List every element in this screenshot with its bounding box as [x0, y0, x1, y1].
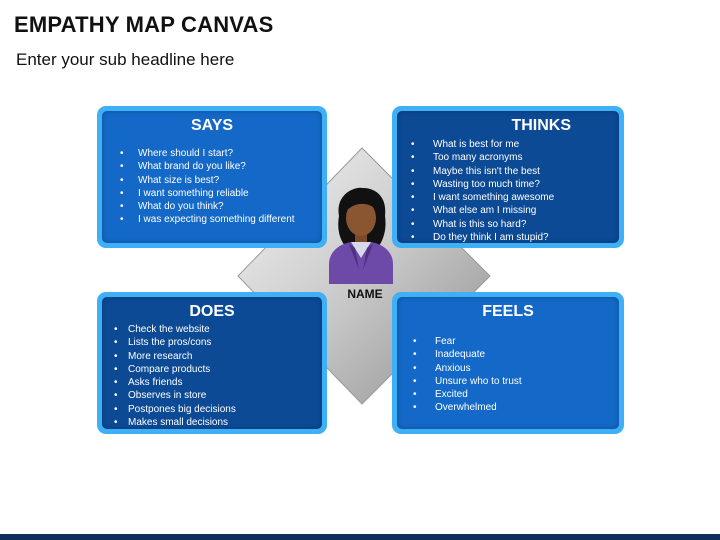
says-item: What brand do you like?: [110, 160, 314, 174]
thinks-list: What is best for me Too many acronyms Ma…: [405, 138, 611, 245]
does-quadrant: DOES Check the website Lists the pros/co…: [97, 292, 327, 434]
thinks-item: Wasting too much time?: [405, 178, 611, 192]
persona-avatar-icon: [329, 187, 393, 284]
does-item: More research: [110, 350, 314, 364]
does-item: Observes in store: [110, 389, 314, 403]
feels-item: Fear: [405, 335, 611, 349]
feels-item: Unsure who to trust: [405, 375, 611, 389]
says-quadrant: SAYS Where should I start? What brand do…: [97, 106, 327, 248]
does-item: Makes small decisions: [110, 416, 314, 430]
page-title: EMPATHY MAP CANVAS: [14, 12, 274, 37]
says-item: I was expecting something different: [110, 213, 314, 227]
feels-list: Fear Inadequate Anxious Unsure who to tr…: [405, 335, 611, 415]
feels-title: FEELS: [482, 303, 534, 320]
thinks-item: Too many acronyms: [405, 151, 611, 165]
thinks-quadrant: THINKS What is best for me Too many acro…: [392, 106, 624, 248]
feels-item: Anxious: [405, 362, 611, 376]
says-item: What size is best?: [110, 174, 314, 188]
says-item: Where should I start?: [110, 147, 314, 161]
thinks-item: Maybe this isn't the best: [405, 165, 611, 179]
persona-name-label: NAME: [347, 287, 383, 301]
does-item: Asks friends: [110, 376, 314, 390]
thinks-item: I want something awesome: [405, 191, 611, 205]
does-item: Postpones big decisions: [110, 403, 314, 417]
does-item: Lists the pros/cons: [110, 336, 314, 350]
thinks-item: What is best for me: [405, 138, 611, 152]
feels-item: Overwhelmed: [405, 401, 611, 415]
says-title: SAYS: [190, 117, 234, 134]
feels-quadrant: FEELS Fear Inadequate Anxious Unsure who…: [392, 292, 624, 434]
says-list: Where should I start? What brand do you …: [110, 147, 314, 227]
thinks-title: THINKS: [511, 117, 571, 134]
page-subtitle: Enter your sub headline here: [16, 50, 235, 69]
feels-item: Excited: [405, 388, 611, 402]
does-item: Check the website: [110, 323, 314, 337]
says-item: I want something reliable: [110, 187, 314, 201]
does-list: Check the website Lists the pros/cons Mo…: [110, 323, 314, 430]
thinks-item: What is this so hard?: [405, 218, 611, 232]
does-title: DOES: [189, 303, 235, 320]
thinks-item: Do they think I am stupid?: [405, 231, 611, 245]
feels-item: Inadequate: [405, 348, 611, 362]
says-item: What do you think?: [110, 200, 314, 214]
thinks-item: What else am I missing: [405, 204, 611, 218]
footer-bar: [0, 534, 720, 540]
does-item: Compare products: [110, 363, 314, 377]
